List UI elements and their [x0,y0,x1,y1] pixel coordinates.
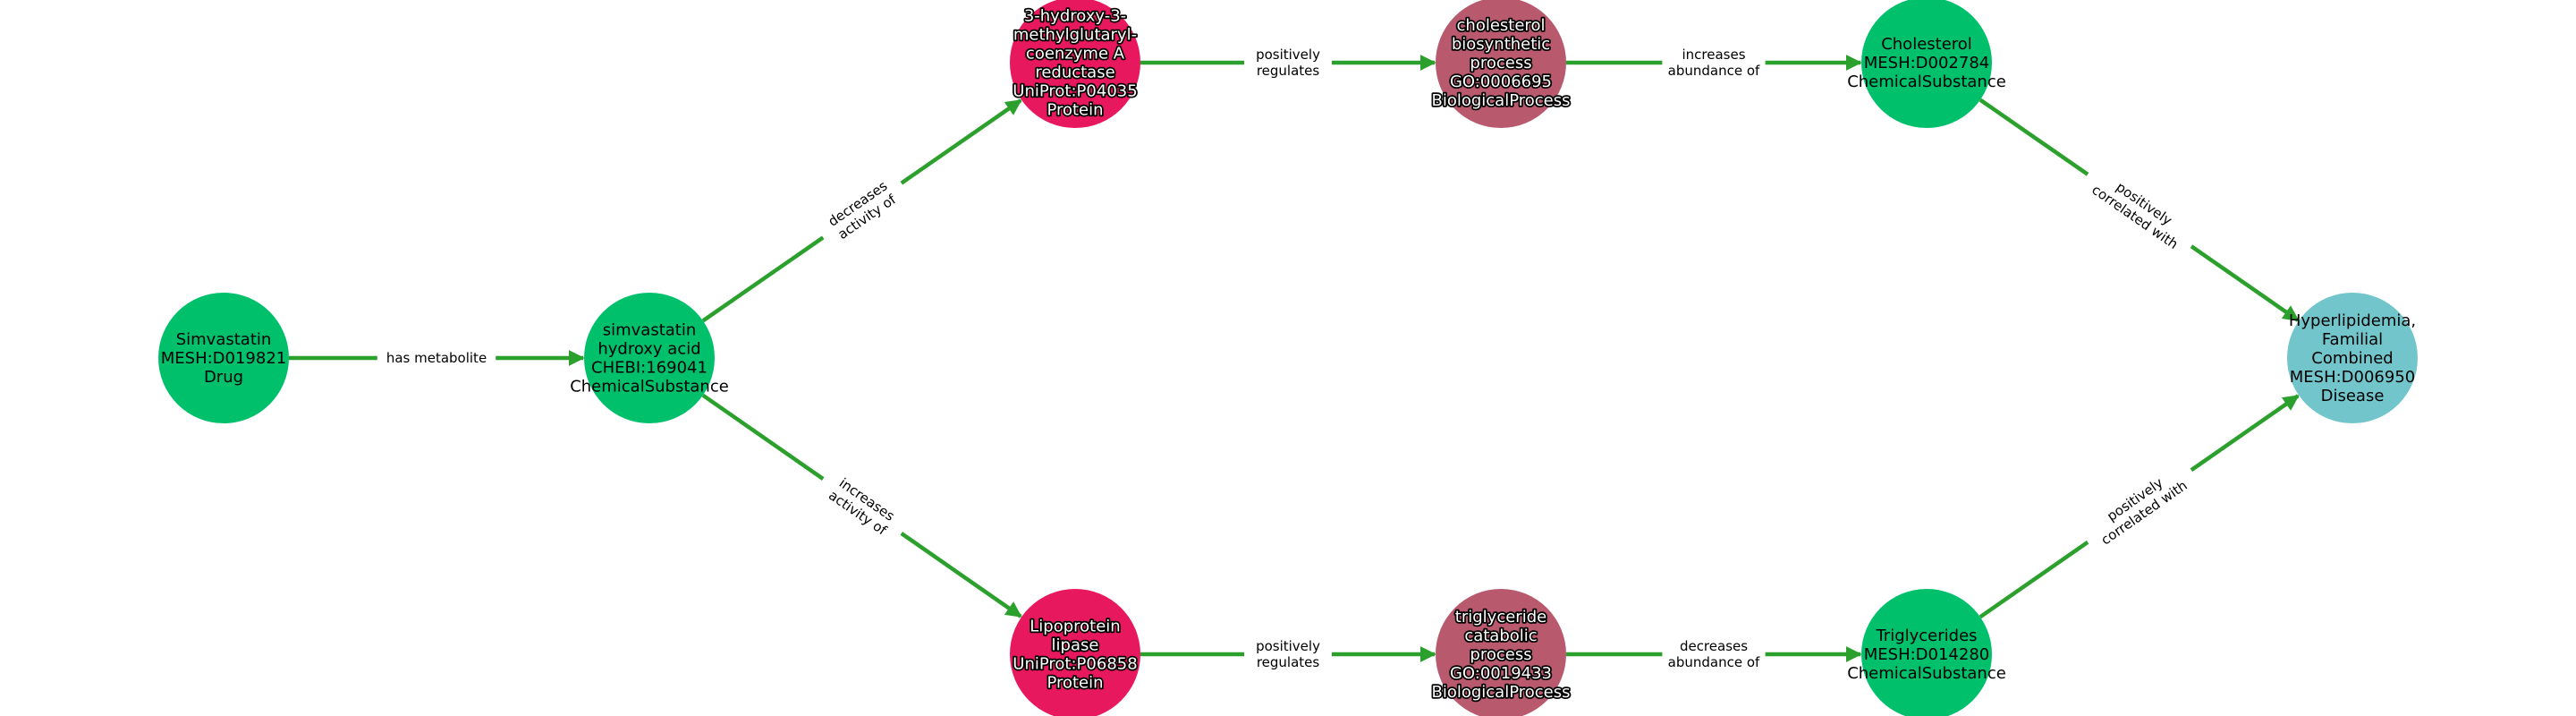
node-circle[interactable] [1861,0,1992,128]
node-label: GO:0006695 [1450,72,1552,91]
edge-label-text: decreases [1680,638,1748,654]
edge-label-text: regulates [1257,63,1320,79]
node-label: reductase [1035,63,1114,81]
edge-label-text: regulates [1257,654,1320,670]
node-tgcat[interactable]: triglyceridecatabolicprocessGO:0019433Bi… [1430,589,1572,716]
node-label: Triglycerides [1875,626,1977,645]
node-label: UniProt:P06858 [1013,654,1137,673]
node-label: MESH:D014280 [1864,645,1990,664]
node-label: CHEBI:169041 [591,358,708,377]
node-label: triglyceride [1455,608,1546,626]
node-triglycerides[interactable]: TriglyceridesMESH:D014280ChemicalSubstan… [1847,589,2006,716]
node-label: hydroxy acid [597,339,700,358]
node-label: UniProt:P04035 [1013,81,1137,100]
edge-simvastatin-shacid: has metabolite [289,348,585,368]
node-label: GO:0019433 [1450,664,1552,683]
node-label: ChemicalSubstance [570,377,729,396]
node-label: simvastatin [603,320,697,339]
node-circle[interactable] [584,293,715,423]
node-label: Simvastatin [176,330,272,349]
node-label: biosynthetic [1452,35,1550,54]
node-label: Drug [204,368,243,387]
node-label: cholesterol [1457,16,1546,35]
node-label: lipase [1052,635,1099,654]
node-label: coenzyme A [1026,44,1125,63]
node-label: Cholesterol [1881,35,1972,54]
node-circle[interactable] [1010,0,1140,128]
node-label: 3-hydroxy-3- [1024,6,1126,25]
edge-label-text: has metabolite [386,350,487,366]
node-label: BiologicalProcess [1431,683,1570,702]
node-label: Protein [1046,100,1103,119]
node-label: Hyperlipidemia, [2289,311,2416,330]
node-label: Familial [2322,330,2383,349]
node-hmgcr[interactable]: 3-hydroxy-3-methylglutaryl-coenzyme Ared… [1010,0,1140,128]
node-label: Disease [2321,387,2385,405]
node-cholbio[interactable]: cholesterolbiosyntheticprocessGO:0006695… [1430,0,1572,128]
node-circle[interactable] [158,293,289,423]
node-label: MESH:D006950 [2290,368,2416,387]
node-circle[interactable] [1010,589,1140,716]
node-label: Protein [1046,673,1103,692]
edge-label-text: abundance of [1668,63,1760,79]
node-label: MESH:D002784 [1864,54,1990,72]
node-label: process [1470,645,1531,664]
node-hyperlip[interactable]: Hyperlipidemia,FamilialCombinedMESH:D006… [2287,293,2418,423]
node-circle[interactable] [1861,589,1992,716]
edge-label-text: abundance of [1668,654,1760,670]
edge-label-text: increases [1682,47,1745,63]
edge-label: has metabolite [377,348,496,368]
edge-label-text: positively [1256,47,1320,63]
node-label: Combined [2311,349,2393,368]
node-label: ChemicalSubstance [1847,664,2006,683]
node-label: ChemicalSubstance [1847,72,2006,91]
node-label: methylglutaryl- [1013,25,1137,44]
node-circle[interactable] [2287,293,2418,423]
node-circle[interactable] [1436,0,1566,128]
node-label: MESH:D019821 [161,349,287,368]
node-label: catabolic [1464,626,1537,645]
node-circle[interactable] [1436,589,1566,716]
edge-label-text: positively [1256,638,1320,654]
node-label: BiologicalProcess [1431,91,1570,110]
node-label: process [1470,54,1531,72]
node-label: Lipoprotein [1030,617,1120,635]
